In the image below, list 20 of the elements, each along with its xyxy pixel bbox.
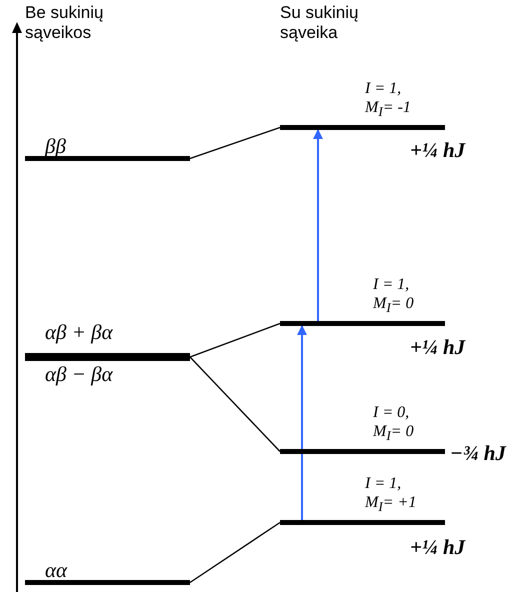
column-heading: Su sukinių sąveika	[280, 3, 360, 43]
column-heading: Be sukinių sąveikos	[25, 3, 104, 43]
quantum-number-label: I = 1, M$_{I}$= +1	[365, 474, 416, 516]
transition-arrow	[297, 325, 307, 520]
spin-state-label: αβ − βα	[45, 364, 113, 385]
energy-value: −¾ hJ	[450, 443, 506, 464]
energy-value: +¼ hJ	[410, 140, 466, 161]
spin-state-label: αβ + βα	[45, 322, 113, 343]
transition-arrow	[313, 129, 323, 321]
energy-value: +¼ hJ	[410, 337, 466, 358]
correlation-line	[190, 126, 280, 160]
quantum-number-label: I = 1, M$_{I}$= -1	[365, 79, 411, 122]
spin-state-label: αα	[45, 560, 68, 581]
correlation-line	[190, 522, 280, 584]
correlation-line	[190, 356, 280, 452]
quantum-number-label: I = 1, M$_{I}$= 0	[373, 275, 414, 318]
quantum-number-label: I = 0, M$_{I}$= 0	[373, 403, 414, 446]
energy-value: +¼ hJ	[410, 537, 466, 558]
correlation-line	[190, 322, 280, 358]
spin-state-label: ββ	[45, 136, 66, 157]
